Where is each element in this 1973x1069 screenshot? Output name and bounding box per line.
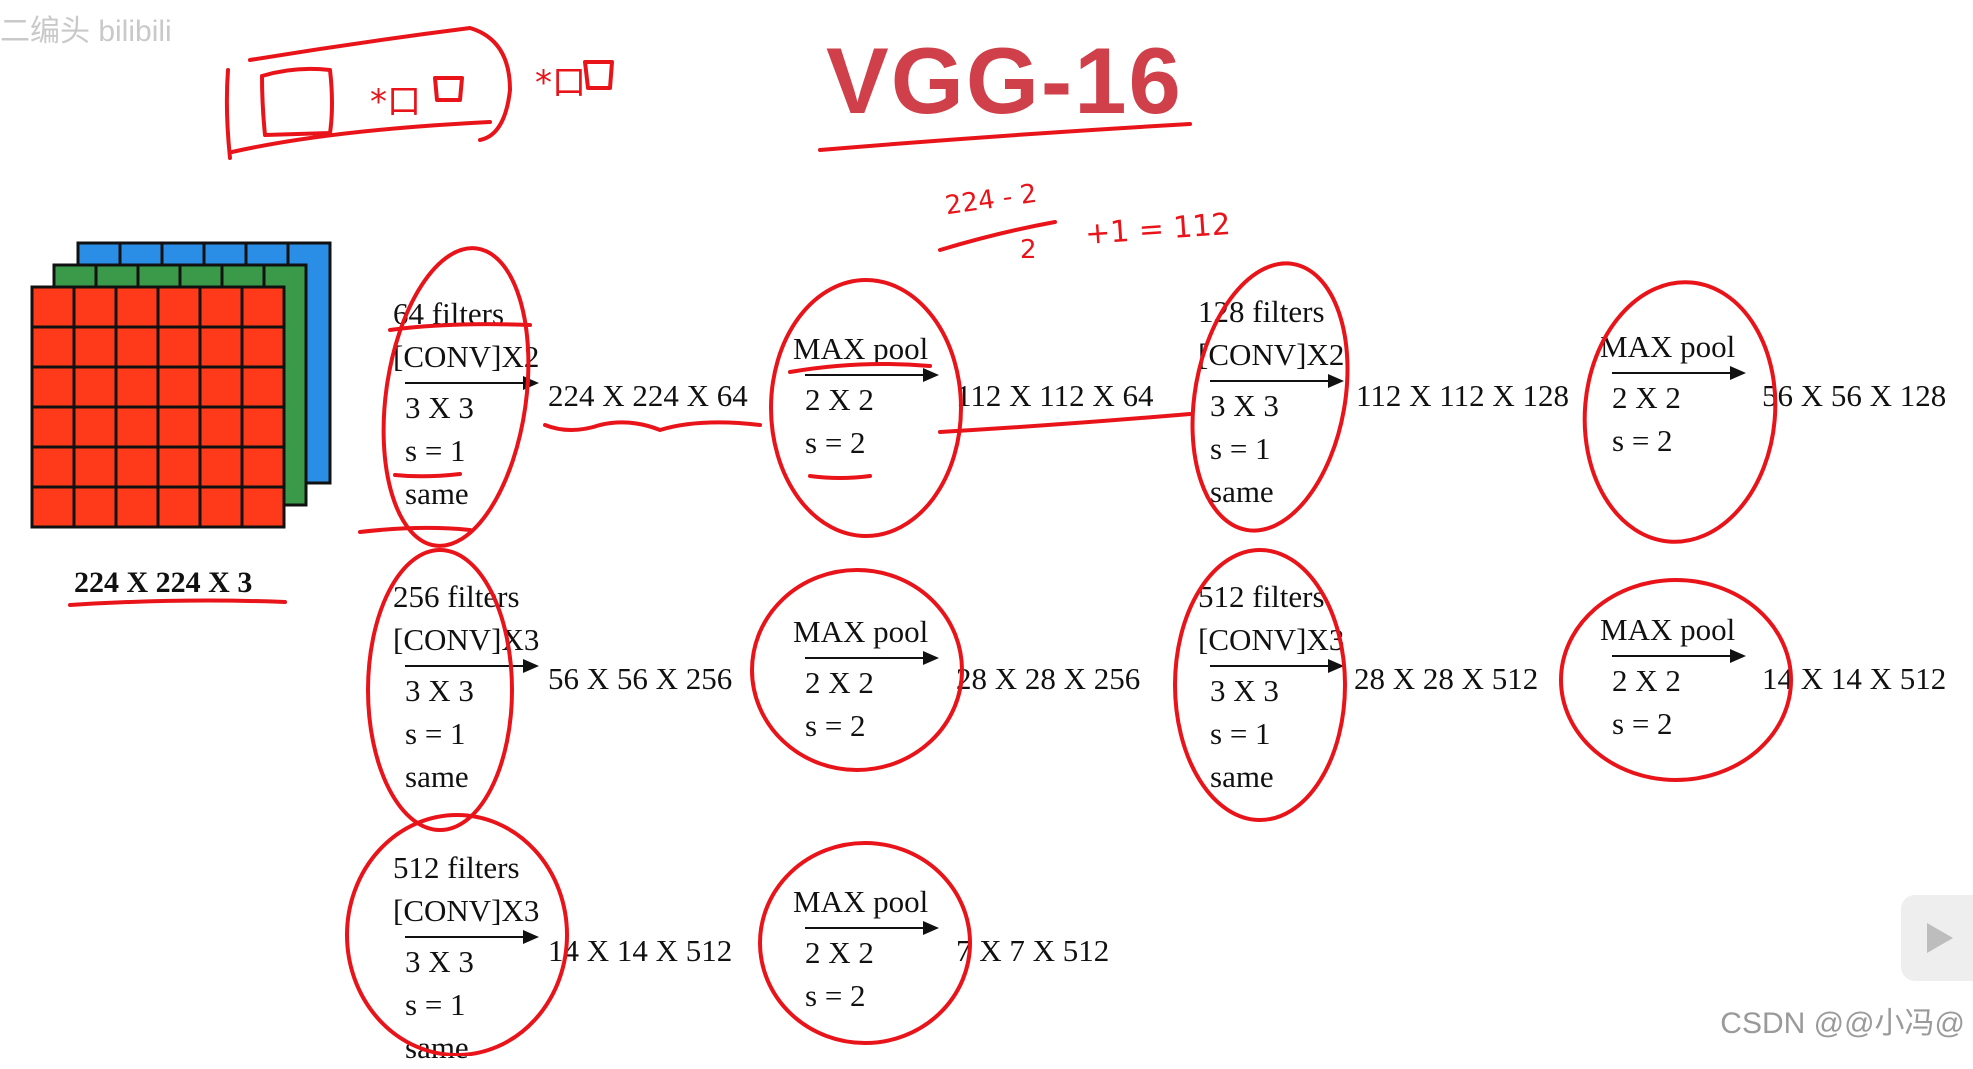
square-glyph bbox=[262, 69, 332, 135]
arrow-icon bbox=[405, 665, 535, 667]
op-padding: same bbox=[393, 472, 553, 515]
op-kernel: 3 X 3 bbox=[393, 669, 553, 712]
play-button[interactable] bbox=[1901, 895, 1973, 981]
arrow-icon bbox=[405, 936, 535, 938]
op-type: [CONV]X3 bbox=[393, 618, 553, 661]
arrow-icon bbox=[405, 382, 535, 384]
op-filters: 256 filters bbox=[393, 575, 553, 618]
op-maxpool-4: MAX pool 2 X 2 s = 2 bbox=[1600, 608, 1760, 745]
dim-label: 56 X 56 X 128 bbox=[1762, 380, 1946, 411]
arrow-icon bbox=[1210, 380, 1340, 382]
op-kernel: 3 X 3 bbox=[393, 940, 553, 983]
op-kernel: 2 X 2 bbox=[793, 661, 953, 704]
op-padding: same bbox=[1198, 470, 1358, 513]
op-kernel: 2 X 2 bbox=[1600, 376, 1760, 419]
left-bracket bbox=[227, 70, 230, 158]
arrow-icon bbox=[805, 657, 935, 659]
op-type: MAX pool bbox=[793, 327, 953, 370]
op-kernel: 2 X 2 bbox=[1600, 659, 1760, 702]
input-dimension-label: 224 X 224 X 3 bbox=[74, 566, 252, 600]
dim-label: 28 X 28 X 512 bbox=[1354, 663, 1538, 694]
op-type: MAX pool bbox=[1600, 325, 1760, 368]
op-kernel: 3 X 3 bbox=[393, 386, 553, 429]
op-filters: 512 filters bbox=[1198, 575, 1358, 618]
op-type: MAX pool bbox=[793, 880, 953, 923]
arrow-icon bbox=[1210, 665, 1340, 667]
op-type: MAX pool bbox=[1600, 608, 1760, 651]
op-stride: s = 2 bbox=[1600, 702, 1760, 745]
op-conv-128: 128 filters [CONV]X2 3 X 3 s = 1 same bbox=[1198, 290, 1358, 513]
op-conv-64: 64 filters [CONV]X2 3 X 3 s = 1 same bbox=[393, 292, 553, 515]
watermark: CSDN @@小冯@ bbox=[1720, 998, 1965, 1042]
dim-label: 112 X 112 X 128 bbox=[1356, 380, 1569, 411]
op-stride: s = 2 bbox=[793, 421, 953, 464]
op-kernel: 3 X 3 bbox=[1198, 384, 1358, 427]
box-note-left: *口 bbox=[370, 74, 421, 123]
arrow-icon bbox=[805, 927, 935, 929]
op-conv-512-b: 512 filters [CONV]X3 3 X 3 s = 1 same bbox=[393, 846, 553, 1069]
op-type: [CONV]X3 bbox=[1198, 618, 1358, 661]
play-icon bbox=[1927, 923, 1953, 953]
formula-numerator: 224 - 2 bbox=[943, 179, 1038, 222]
dim-label: 224 X 224 X 64 bbox=[548, 380, 748, 411]
op-conv-256: 256 filters [CONV]X3 3 X 3 s = 1 same bbox=[393, 575, 553, 798]
op-type: [CONV]X2 bbox=[1198, 333, 1358, 376]
arrow-icon bbox=[805, 374, 935, 376]
page-title: VGG-16 bbox=[826, 34, 1183, 128]
op-maxpool-3: MAX pool 2 X 2 s = 2 bbox=[793, 610, 953, 747]
op-filters: 512 filters bbox=[393, 846, 553, 889]
dim-label: 112 X 112 X 64 bbox=[956, 380, 1153, 411]
input-tensor-illustration bbox=[30, 235, 340, 545]
op-maxpool-5: MAX pool 2 X 2 s = 2 bbox=[793, 880, 953, 1017]
box-note-right: *口 bbox=[535, 55, 586, 104]
op-filters: 128 filters bbox=[1198, 290, 1358, 333]
op-stride: s = 1 bbox=[1198, 427, 1358, 470]
arrow-icon bbox=[1612, 655, 1742, 657]
watermark-top-left: 二编头 bilibili bbox=[0, 6, 172, 50]
formula-result: +1 = 112 bbox=[1084, 207, 1232, 252]
dim-label: 14 X 14 X 512 bbox=[548, 935, 732, 966]
op-type: [CONV]X3 bbox=[393, 889, 553, 932]
op-type: MAX pool bbox=[793, 610, 953, 653]
op-padding: same bbox=[393, 755, 553, 798]
op-kernel: 3 X 3 bbox=[1198, 669, 1358, 712]
dim-label: 28 X 28 X 256 bbox=[956, 663, 1140, 694]
op-padding: same bbox=[1198, 755, 1358, 798]
op-kernel: 2 X 2 bbox=[793, 378, 953, 421]
op-stride: s = 2 bbox=[793, 704, 953, 747]
op-stride: s = 2 bbox=[793, 974, 953, 1017]
op-type: [CONV]X2 bbox=[393, 335, 553, 378]
op-kernel: 2 X 2 bbox=[793, 931, 953, 974]
formula-denominator: 2 bbox=[1020, 235, 1037, 265]
op-stride: s = 1 bbox=[393, 983, 553, 1026]
op-filters: 64 filters bbox=[393, 292, 553, 335]
op-stride: s = 1 bbox=[393, 712, 553, 755]
dim-label: 14 X 14 X 512 bbox=[1762, 663, 1946, 694]
op-stride: s = 1 bbox=[393, 429, 553, 472]
op-maxpool-2: MAX pool 2 X 2 s = 2 bbox=[1600, 325, 1760, 462]
op-stride: s = 1 bbox=[1198, 712, 1358, 755]
arrow-icon bbox=[1612, 372, 1742, 374]
op-padding: same bbox=[393, 1026, 553, 1069]
dim-label: 7 X 7 X 512 bbox=[956, 935, 1109, 966]
op-conv-512-a: 512 filters [CONV]X3 3 X 3 s = 1 same bbox=[1198, 575, 1358, 798]
fraction-bar bbox=[940, 222, 1055, 250]
dim-label: 56 X 56 X 256 bbox=[548, 663, 732, 694]
op-stride: s = 2 bbox=[1600, 419, 1760, 462]
op-maxpool-1: MAX pool 2 X 2 s = 2 bbox=[793, 327, 953, 464]
